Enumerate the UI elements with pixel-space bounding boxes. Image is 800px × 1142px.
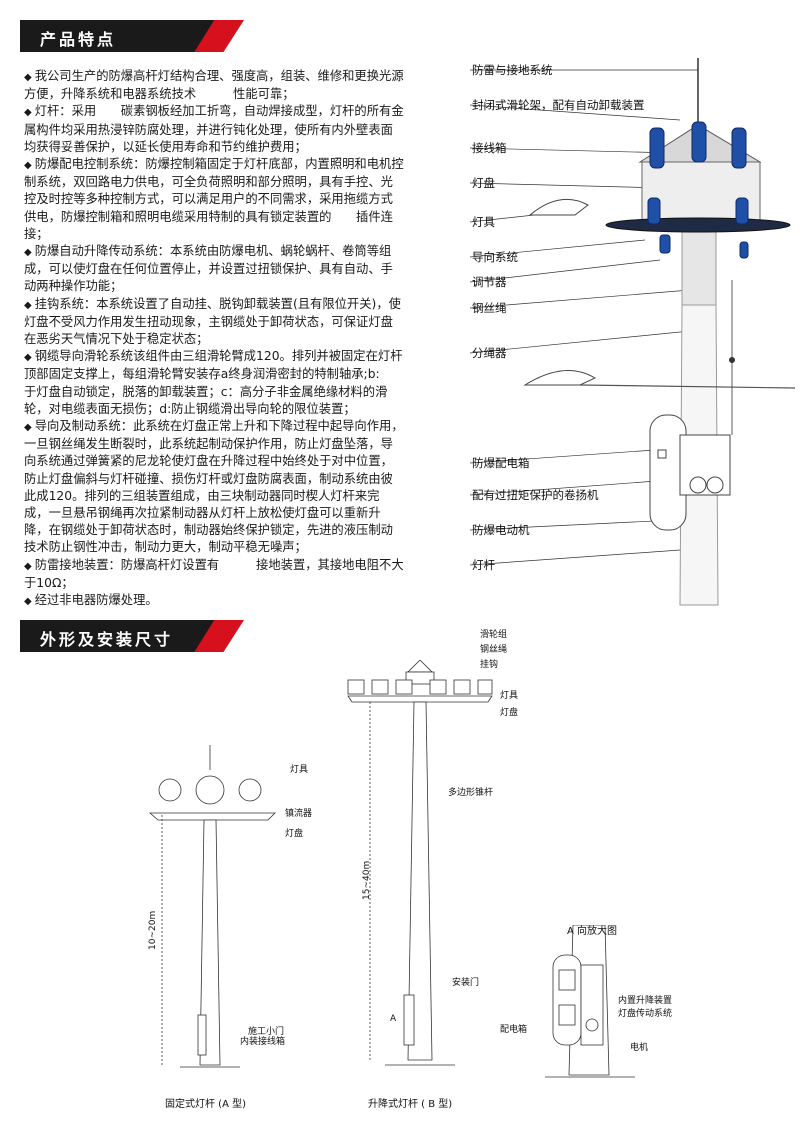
lift-height-label: 15~40m: [362, 860, 372, 900]
feature-item: ◆灯杆：采用 碳素钢板经加工折弯，自动焊接成型，灯杆的所有金属构件均采用热浸锌防…: [24, 104, 404, 154]
feature-item: ◆经过非电器防爆处理。: [24, 593, 158, 608]
feature-item: ◆防雷接地装置：防爆高杆灯设置有 接地装置，其接地电阻不大于10Ω；: [24, 557, 404, 590]
feature-item: ◆挂钩系统：本系统设置了自动挂、脱钩卸载装置(且有限位开关)，使灯盘不受风力作用…: [24, 296, 401, 347]
detail-drive-label: 灯盘传动系统: [618, 1009, 673, 1019]
section-title-dimensions-banner: 外形及安装尺寸: [20, 620, 250, 652]
pole-structure-diagram: [470, 58, 796, 606]
diamond-bullet-icon: ◆: [24, 596, 32, 608]
diagram-label: 防雷与接地系统: [472, 63, 553, 77]
fixed-door-label: 施工小门: [248, 1027, 285, 1037]
feature-item: ◆我公司生产的防爆高杆灯结构合理、强度高，组装、维修和更换光源方便，升降系统和电…: [24, 69, 404, 102]
section-title-features-banner: 产品特点: [20, 20, 250, 52]
lift-lamp-label: 灯具: [500, 691, 519, 701]
feature-item: ◆防爆配电控制系统：防爆控制箱固定于灯杆底部，内置照明和电机控制系统，双回路电力…: [24, 157, 404, 241]
diagram-label: 接线箱: [472, 141, 507, 155]
lift-hook-label: 挂钩: [480, 660, 499, 670]
diamond-bullet-icon: ◆: [24, 160, 32, 172]
detail-dist-label: 配电箱: [500, 1025, 528, 1035]
diagram-label: 灯具: [472, 215, 495, 229]
diagram-label: 配有过扭矩保护的卷扬机: [472, 488, 599, 502]
diagram-label: 防爆配电箱: [472, 456, 530, 470]
diamond-bullet-icon: ◆: [24, 107, 32, 119]
lift-pole-caption: 升降式灯杆 ( B 型): [368, 1099, 453, 1110]
feature-item: ◆导向及制动系统：此系统在灯盘正常上升和下降过程中起导向作用，一旦钢丝绳发生断裂…: [24, 419, 404, 555]
section-title-features: 产品特点: [40, 30, 117, 49]
diagram-label: 钢丝绳: [472, 301, 507, 315]
fixed-height-label: 10~20m: [148, 910, 158, 950]
lift-a-mark: A: [390, 1014, 397, 1024]
diamond-bullet-icon: ◆: [24, 72, 32, 83]
fixed-pole-drawing: [148, 745, 276, 1068]
diamond-bullet-icon: ◆: [24, 352, 32, 364]
feature-item: ◆钢缆导向滑轮系统该组件由三组滑轮臂成120。排列并被固定在灯杆顶部固定支撑上，…: [24, 349, 405, 416]
lift-pole-label: 多边形锥杆: [448, 788, 494, 798]
detail-title: A 向放大图: [567, 926, 618, 937]
diagram-label: 调节器: [472, 275, 507, 289]
diagram-label: 防爆电动机: [472, 523, 530, 537]
fixed-junction-label: 内装接线箱: [240, 1037, 286, 1047]
lift-door-label: 安装门: [452, 978, 480, 988]
diamond-bullet-icon: ◆: [24, 299, 32, 311]
detail-lift-label: 内置升降装置: [618, 996, 673, 1006]
section-title-dimensions: 外形及安装尺寸: [40, 630, 174, 649]
detail-motor-label: 电机: [630, 1043, 649, 1053]
fixed-pole-caption: 固定式灯杆 (A 型): [165, 1099, 247, 1110]
feature-list: ◆我公司生产的防爆高杆灯结构合理、强度高，组装、维修和更换光源方便，升降系统和电…: [24, 68, 404, 610]
diamond-bullet-icon: ◆: [24, 560, 32, 572]
diagram-label: 灯盘: [472, 176, 495, 190]
feature-item: ◆防爆自动升降传动系统：本系统由防爆电机、蜗轮蜗杆、卷筒等组成，可以使灯盘在任何…: [24, 244, 393, 294]
diagram-label: 导向系统: [472, 250, 518, 264]
diagram-label: 灯杆: [472, 558, 495, 572]
fixed-lamp-label: 灯具: [290, 765, 309, 775]
fixed-disc-label: 灯盘: [285, 829, 304, 839]
fixed-stabilizer-label: 镇流器: [285, 809, 313, 819]
lifting-pole-drawing: [347, 660, 493, 1066]
a-direction-detail-drawing: [545, 925, 635, 1078]
diamond-bullet-icon: ◆: [24, 247, 32, 259]
diagram-label: 封闭式滑轮架，配有自动卸载装置: [472, 98, 645, 112]
lift-disc-label: 灯盘: [500, 708, 519, 718]
diagram-label: 分绳器: [472, 346, 507, 360]
diamond-bullet-icon: ◆: [24, 422, 32, 434]
lift-pulley-label: 滑轮组: [480, 630, 508, 640]
lift-cable-label: 钢丝绳: [480, 645, 508, 655]
